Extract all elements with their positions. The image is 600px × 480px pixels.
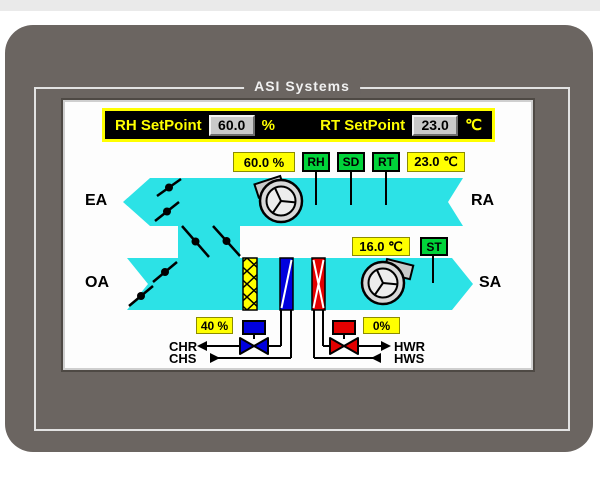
window-edge bbox=[0, 0, 600, 11]
outside-air-label: OA bbox=[85, 274, 109, 291]
supply-fan-icon bbox=[360, 257, 415, 306]
chs-pipe-label: CHS bbox=[169, 351, 197, 366]
rt-setpoint-label: RT SetPoint bbox=[320, 116, 406, 134]
return-fan-icon bbox=[253, 174, 304, 224]
rt-setpoint-group: RT SetPoint 23.0 ℃ bbox=[320, 114, 482, 136]
panel-frame: ASI Systems bbox=[34, 78, 570, 431]
chs-flow-arrow bbox=[210, 353, 220, 363]
return-temp-readout: 23.0 ℃ bbox=[407, 152, 465, 172]
mixing-duct bbox=[178, 225, 240, 259]
rh-setpoint-group: RH SetPoint 60.0 % bbox=[115, 114, 276, 136]
exhaust-air-label: EA bbox=[85, 192, 108, 209]
ahu-mimic-graphic bbox=[123, 172, 473, 363]
hmi-screen: RH SetPoint 60.0 % RT SetPoint 23.0 ℃ 60… bbox=[65, 102, 531, 368]
rh-setpoint-input[interactable]: 60.0 bbox=[208, 114, 255, 136]
rh-setpoint-unit: % bbox=[261, 116, 276, 134]
st-sensor-button[interactable]: ST bbox=[420, 237, 448, 256]
hwr-pipe-label: HWR bbox=[394, 339, 426, 354]
sensor-stems bbox=[315, 172, 434, 283]
chw-valve-position-readout: 40 % bbox=[196, 317, 233, 334]
hw-valve-position-readout: 0% bbox=[363, 317, 400, 334]
hot-valve-icon bbox=[329, 320, 359, 355]
return-humidity-readout: 60.0 % bbox=[233, 152, 295, 172]
return-air-label: RA bbox=[471, 192, 495, 209]
hws-flow-arrow bbox=[371, 353, 381, 363]
chr-flow-arrow bbox=[197, 341, 207, 351]
rt-setpoint-input[interactable]: 23.0 bbox=[412, 114, 459, 136]
cooling-coil-icon bbox=[279, 257, 294, 311]
mixing-damper-icon bbox=[181, 225, 241, 258]
rt-setpoint-unit: ℃ bbox=[465, 117, 482, 134]
rt-sensor-button[interactable]: RT bbox=[372, 152, 400, 172]
sd-sensor-button[interactable]: SD bbox=[337, 152, 365, 172]
chr-pipe-label: CHR bbox=[169, 339, 198, 354]
heating-coil-icon bbox=[311, 257, 326, 311]
exhaust-damper-icon bbox=[154, 177, 182, 222]
hws-pipe-label: HWS bbox=[394, 351, 425, 366]
outside-supply-duct bbox=[127, 258, 473, 310]
outside-air-damper-icon bbox=[128, 261, 178, 307]
chilled-valve-icon bbox=[239, 320, 269, 355]
rh-sensor-button[interactable]: RH bbox=[302, 152, 330, 172]
rh-setpoint-label: RH SetPoint bbox=[115, 116, 202, 134]
filter-icon bbox=[242, 257, 258, 311]
supply-temp-readout: 16.0 ℃ bbox=[352, 237, 410, 256]
setpoint-bar: RH SetPoint 60.0 % RT SetPoint 23.0 ℃ bbox=[102, 108, 495, 142]
hwr-flow-arrow bbox=[381, 341, 391, 351]
supply-air-label: SA bbox=[479, 274, 502, 291]
panel-title: ASI Systems bbox=[244, 78, 360, 94]
